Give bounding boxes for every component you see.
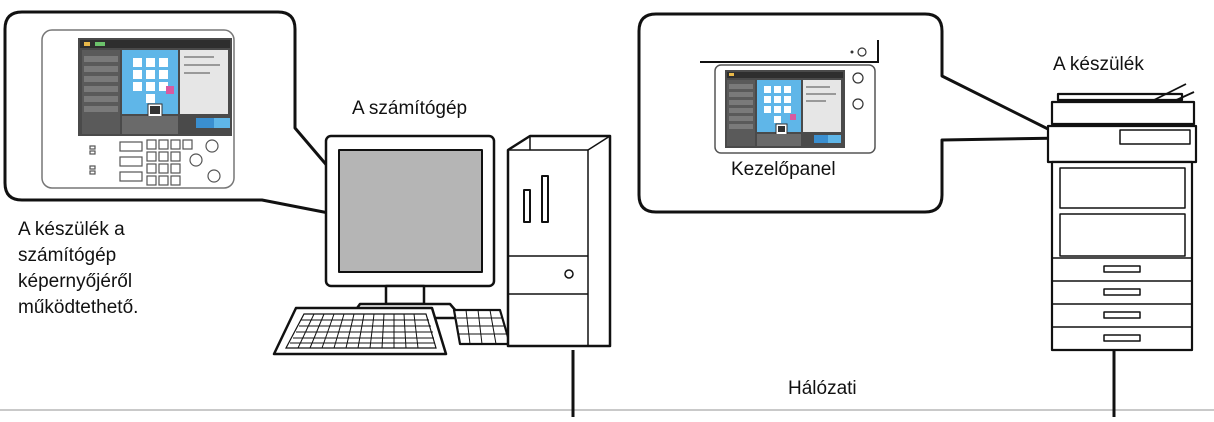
note-line: képernyőjéről — [18, 271, 133, 292]
remote-operation-note: A készülék a számítógép képernyőjéről mű… — [18, 217, 138, 321]
device-printer — [1046, 83, 1198, 352]
device-label: A készülék — [1053, 54, 1144, 75]
computer-label: A számítógép — [352, 98, 468, 119]
network-label: Hálózati — [788, 378, 857, 399]
computer-tower — [506, 134, 612, 348]
note-line: számítógép — [18, 245, 117, 266]
note-line: A készülék a — [18, 219, 125, 240]
computer-monitor — [324, 134, 496, 320]
computer-keyboard — [272, 306, 512, 356]
control-panel-callout — [637, 12, 1068, 214]
control-panel-label: Kezelőpanel — [731, 159, 836, 180]
note-line: működtethető. — [18, 297, 139, 318]
computer-screen-callout — [3, 10, 377, 224]
